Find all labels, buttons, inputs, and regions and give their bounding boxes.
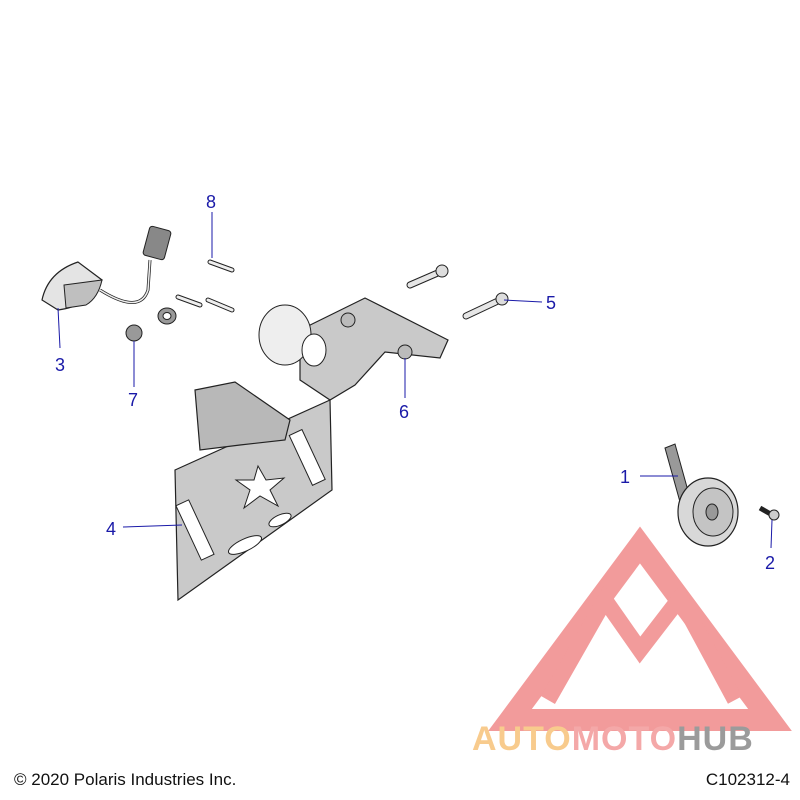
watermark-m-shape <box>541 583 743 704</box>
callout-2: 2 <box>765 553 775 573</box>
slot-left <box>175 499 215 561</box>
copyright-notice: © 2020 Polaris Industries Inc. <box>14 770 237 789</box>
callout-5: 5 <box>546 293 556 313</box>
star-cutout <box>234 464 286 510</box>
bracket-side-tab <box>194 381 291 451</box>
callout-4: 4 <box>106 519 116 539</box>
callout-1: 1 <box>620 467 630 487</box>
watermark-text: AUTOMOTOHUB <box>472 720 754 758</box>
callout-3: 3 <box>55 355 65 375</box>
watermark-moto: MOTO <box>572 720 677 758</box>
callout-8: 8 <box>206 192 216 212</box>
drawing-number: C102312-4 <box>705 770 790 789</box>
leader-3 <box>57 307 61 349</box>
slot-right <box>288 428 326 486</box>
bracket-upper-arm <box>299 297 449 401</box>
license-plate-bracket <box>174 297 449 602</box>
watermark-logo: AUTOMOTOHUB <box>472 526 792 758</box>
flange-nut <box>340 312 413 360</box>
callout-6: 6 <box>399 402 409 422</box>
leader-5 <box>503 299 543 303</box>
screw <box>175 259 235 313</box>
slot-bottom <box>227 535 263 555</box>
horn-bolt <box>758 505 780 521</box>
callout-labels: 1 2 3 4 5 6 7 8 <box>55 192 775 573</box>
callout-7: 7 <box>128 390 138 410</box>
watermark-hub: HUB <box>677 720 754 758</box>
license-plate-light <box>41 225 172 311</box>
horn <box>664 443 739 547</box>
leader-4 <box>122 524 183 528</box>
bracket-hole <box>301 333 327 367</box>
watermark-auto: AUTO <box>472 720 572 758</box>
mounting-bolt <box>406 264 509 320</box>
leader-2 <box>770 519 773 549</box>
grommet <box>125 307 177 342</box>
leader-lines <box>57 212 773 549</box>
slot-mid <box>268 512 292 528</box>
